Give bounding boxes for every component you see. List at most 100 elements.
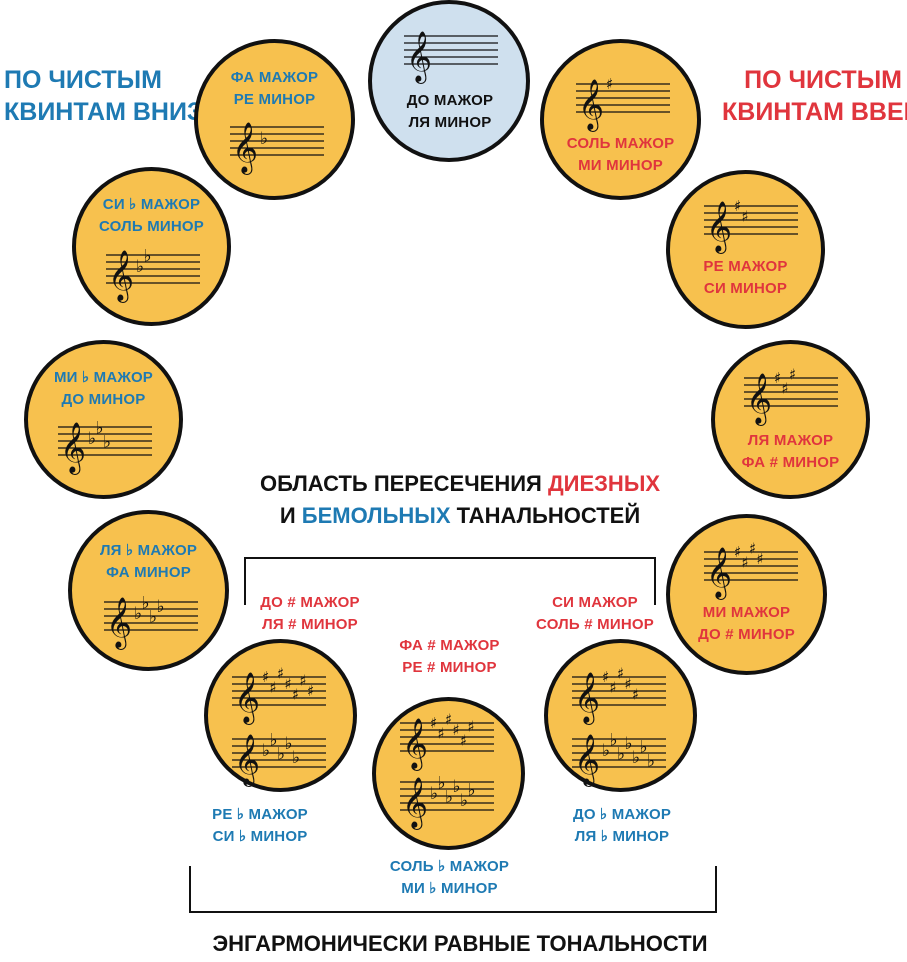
sharp-icon: ♯ <box>757 550 764 568</box>
sharp-icon: ♯ <box>742 208 749 226</box>
key-label-a: ЛЯ МАЖОР ФА # МИНОР <box>713 430 868 474</box>
flat-icon: ♭ <box>647 752 655 772</box>
key-circle-c <box>368 0 530 162</box>
flat-icon: ♭ <box>292 748 300 768</box>
minor-key: СИ МИНОР <box>703 280 788 297</box>
intersection-bracket <box>244 557 656 605</box>
treble-clef-icon: 𝄞 <box>60 422 86 475</box>
fifths-down-heading: ПО ЧИСТЫМ КВИНТАМ ВНИЗ <box>4 64 203 128</box>
sharp-icon: ♯ <box>270 679 277 697</box>
treble-clef-icon: 𝄞 <box>402 718 428 771</box>
major-key: ДО МАЖОР <box>406 92 494 109</box>
key-circle-eb <box>24 340 183 499</box>
sharp-icon: ♯ <box>300 672 307 690</box>
flat-icon: ♭ <box>103 433 111 453</box>
intersection-text-a: ОБЛАСТЬ ПЕРЕСЕЧЕНИЯ <box>259 471 548 496</box>
enharmonic-flat-label-db: РЕ ♭ МАЖОР СИ ♭ МИНОР <box>185 804 335 848</box>
major-key: СОЛЬ МАЖОР <box>566 135 675 152</box>
sharp-icon: ♯ <box>292 686 299 704</box>
sharp-icon: ♯ <box>445 711 452 729</box>
sharp-icon: ♯ <box>468 718 475 736</box>
staff-cs: 𝄞♯♯♯♯♯♯♯ <box>232 665 326 725</box>
major-key: СОЛЬ ♭ МАЖОР <box>389 858 510 875</box>
sharp-icon: ♯ <box>610 679 617 697</box>
major-key: ДО # МАЖОР <box>260 594 360 611</box>
sharp-icon: ♯ <box>632 686 639 704</box>
flat-icon: ♭ <box>445 788 453 808</box>
major-key: ЛЯ МАЖОР <box>747 432 834 449</box>
treble-clef-icon: 𝄞 <box>402 777 428 830</box>
key-circle-a <box>711 340 870 499</box>
flat-icon: ♭ <box>610 731 618 751</box>
flat-icon: ♭ <box>438 774 446 794</box>
key-label-e: МИ МАЖОР ДО # МИНОР <box>668 602 825 646</box>
key-label-d: РЕ МАЖОР СИ МИНОР <box>668 256 823 300</box>
flat-icon: ♭ <box>149 608 157 628</box>
treble-clef-icon: 𝄞 <box>106 597 132 650</box>
major-key: ФА # МАЖОР <box>399 637 500 654</box>
flat-icon: ♭ <box>460 791 468 811</box>
flat-icon: ♭ <box>142 594 150 614</box>
treble-clef-icon: 𝄞 <box>574 672 600 725</box>
flat-icon: ♭ <box>285 734 293 754</box>
flat-icon: ♭ <box>134 604 142 624</box>
flat-icon: ♭ <box>453 777 461 797</box>
flat-icon: ♭ <box>617 745 625 765</box>
treble-clef-icon: 𝄞 <box>706 547 732 600</box>
sharp-icon: ♯ <box>277 665 284 683</box>
flat-icon: ♭ <box>260 129 268 149</box>
key-circle-ab <box>68 510 229 671</box>
flat-icon: ♭ <box>157 597 165 617</box>
treble-clef-icon: 𝄞 <box>406 31 432 84</box>
staff-bb: 𝄞♭♭ <box>106 247 200 303</box>
minor-key: СИ ♭ МИНОР <box>212 828 308 845</box>
enharmonic-sharp-label-fs: ФА # МАЖОР РЕ # МИНОР <box>372 635 527 679</box>
flat-icon: ♭ <box>262 741 270 761</box>
key-circle-d <box>666 170 825 329</box>
key-circle-bb <box>72 167 231 326</box>
staff-f: 𝄞♭ <box>230 122 324 175</box>
sharp-icon: ♯ <box>438 725 445 743</box>
treble-clef-icon: 𝄞 <box>234 672 260 725</box>
staff-db: 𝄞♭♭♭♭♭ <box>232 731 326 787</box>
treble-clef-icon: 𝄞 <box>108 250 134 303</box>
minor-key: ФА # МИНОР <box>741 454 840 471</box>
intersection-flat-word: БЕМОЛЬНЫХ <box>301 503 451 528</box>
major-key: СИ МАЖОР <box>552 594 638 611</box>
key-circle-e <box>666 514 827 675</box>
staff-a: 𝄞♯♯♯ <box>744 366 838 426</box>
sharp-icon: ♯ <box>742 554 749 572</box>
major-key: ДО ♭ МАЖОР <box>572 806 672 823</box>
sharp-icon: ♯ <box>734 197 741 215</box>
flat-icon: ♭ <box>144 247 152 267</box>
flat-icon: ♭ <box>468 781 476 801</box>
minor-key: ЛЯ ♭ МИНОР <box>574 828 670 845</box>
minor-key: РЕ МИНОР <box>233 91 316 108</box>
key-label-c: ДО МАЖОР ЛЯ МИНОР <box>370 90 530 134</box>
treble-clef-icon: 𝄞 <box>706 201 732 254</box>
sharp-icon: ♯ <box>734 543 741 561</box>
staff-fs: 𝄞♯♯♯♯♯♯ <box>400 711 494 771</box>
key-circle-f <box>194 39 355 200</box>
staff-cb: 𝄞♭♭♭♭♭♭♭ <box>572 731 666 787</box>
treble-clef-icon: 𝄞 <box>746 373 772 426</box>
intersection-line2: И БЕМОЛЬНЫХ ТАНАЛЬНОСТЕЙ <box>230 500 690 532</box>
enharmonic-flat-label-gb: СОЛЬ ♭ МАЖОР МИ ♭ МИНОР <box>372 856 527 900</box>
key-label-ab: ЛЯ ♭ МАЖОР ФА МИНОР <box>70 540 227 584</box>
fifths-up-heading: ПО ЧИСТЫМ КВИНТАМ ВВЕРХ <box>722 64 907 128</box>
sharp-icon: ♯ <box>430 714 437 732</box>
flat-icon: ♭ <box>270 731 278 751</box>
intersection-text-c: ТАНАЛЬНОСТЕЙ <box>450 503 641 528</box>
staff-d: 𝄞♯♯ <box>704 197 798 254</box>
sharp-icon: ♯ <box>749 540 756 558</box>
intersection-heading: ОБЛАСТЬ ПЕРЕСЕЧЕНИЯ ДИЕЗНЫХ И БЕМОЛЬНЫХ … <box>230 468 690 532</box>
enharmonic-flat-label-cb: ДО ♭ МАЖОР ЛЯ ♭ МИНОР <box>547 804 697 848</box>
intersection-line1: ОБЛАСТЬ ПЕРЕСЕЧЕНИЯ ДИЕЗНЫХ <box>230 468 690 500</box>
major-key: МИ МАЖОР <box>702 604 791 621</box>
minor-key: ЛЯ # МИНОР <box>262 616 358 633</box>
enharmonic-sharp-label-b: СИ МАЖОР СОЛЬ # МИНОР <box>520 592 670 636</box>
sharp-icon: ♯ <box>453 721 460 739</box>
minor-key: СОЛЬ # МИНОР <box>536 616 654 633</box>
staff-c: 𝄞 <box>404 31 498 84</box>
fifths-up-line2: КВИНТАМ ВВЕРХ <box>722 98 907 126</box>
